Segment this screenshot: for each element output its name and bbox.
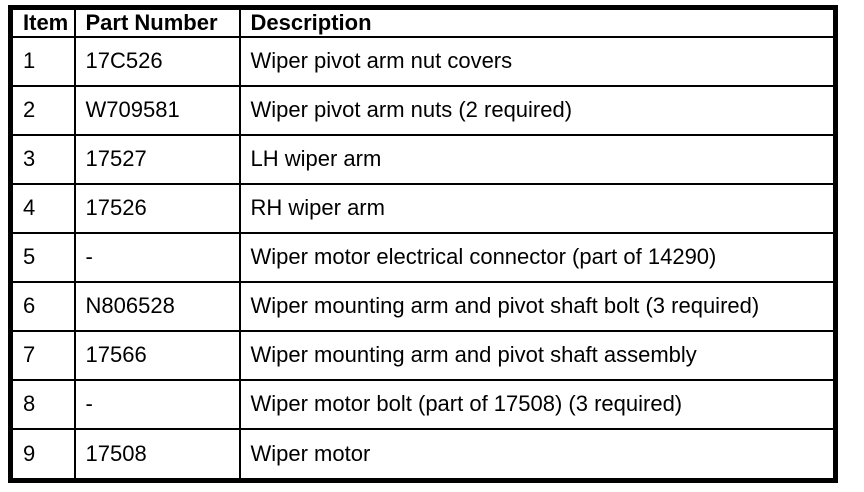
item-cell: 4 [9,182,76,234]
description-cell: Wiper pivot arm nut covers [238,36,837,87]
description-cell: Wiper motor bolt (part of 17508) (3 requ… [238,378,837,430]
part-number-cell: N806528 [73,280,241,332]
column-header-part-number: Part Number [73,6,241,38]
item-cell: 2 [9,84,76,136]
table-row: 9 17508 Wiper motor [9,427,837,482]
part-number-cell: W709581 [73,84,241,136]
part-number-cell: - [73,231,241,283]
table-row: 6 N806528 Wiper mounting arm and pivot s… [9,280,837,332]
item-cell: 3 [9,133,76,185]
table-row: 8 - Wiper motor bolt (part of 17508) (3 … [9,378,837,430]
item-cell: 1 [9,36,76,87]
item-cell: 7 [9,329,76,381]
column-header-description: Description [238,6,837,38]
item-cell: 5 [9,231,76,283]
description-cell: RH wiper arm [238,182,837,234]
description-cell: Wiper mounting arm and pivot shaft bolt … [238,280,837,332]
description-cell: Wiper motor [238,427,837,482]
description-cell: Wiper motor electrical connector (part o… [238,231,837,283]
item-cell: 9 [9,427,76,482]
part-number-cell: 17527 [73,133,241,185]
table-row: 5 - Wiper motor electrical connector (pa… [9,231,837,283]
item-cell: 6 [9,280,76,332]
parts-table-header: Item Part Number Description [9,6,837,38]
table-row: 4 17526 RH wiper arm [9,182,837,234]
table-row: 3 17527 LH wiper arm [9,133,837,185]
item-cell: 8 [9,378,76,430]
part-number-cell: 17566 [73,329,241,381]
description-cell: Wiper pivot arm nuts (2 required) [238,84,837,136]
parts-table-body: 1 17C526 Wiper pivot arm nut covers 2 W7… [9,36,837,482]
part-number-cell: 17C526 [73,36,241,87]
part-number-cell: 17508 [73,427,241,482]
description-cell: Wiper mounting arm and pivot shaft assem… [238,329,837,381]
part-number-cell: 17526 [73,182,241,234]
table-row: 7 17566 Wiper mounting arm and pivot sha… [9,329,837,381]
part-number-cell: - [73,378,241,430]
header-row: Item Part Number Description [9,6,837,38]
table-row: 1 17C526 Wiper pivot arm nut covers [9,36,837,87]
column-header-item: Item [9,6,76,38]
parts-table: Item Part Number Description 1 17C526 Wi… [8,5,838,483]
description-cell: LH wiper arm [238,133,837,185]
table-row: 2 W709581 Wiper pivot arm nuts (2 requir… [9,84,837,136]
